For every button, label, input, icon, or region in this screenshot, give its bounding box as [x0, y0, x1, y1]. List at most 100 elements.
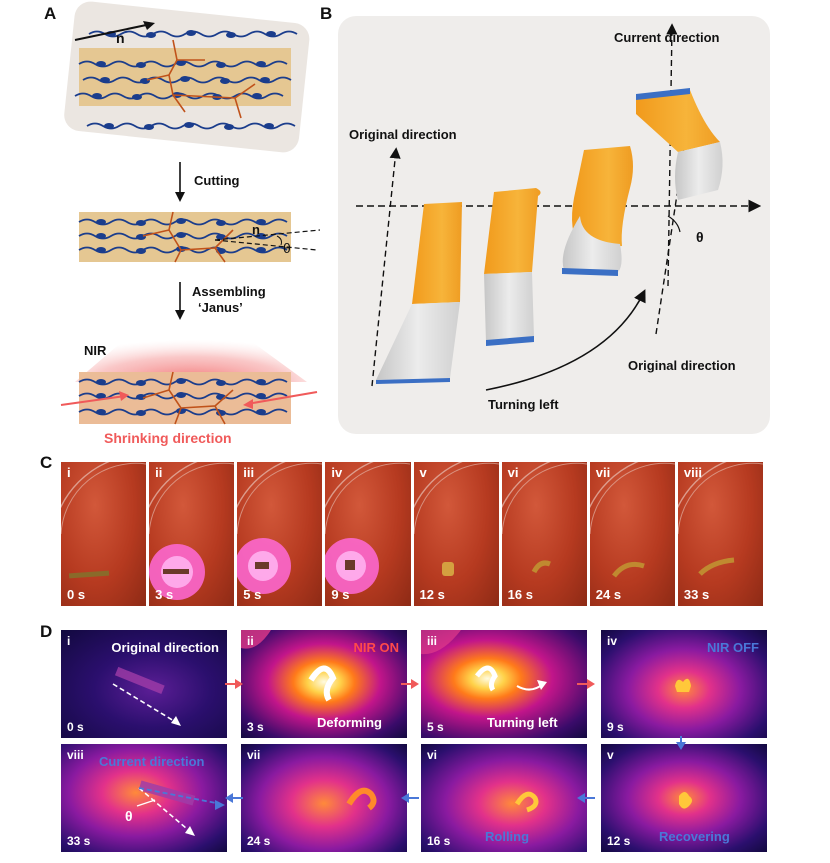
arrow-left-icon	[577, 793, 595, 803]
panel-c-frame-8: viii 33 s	[677, 462, 763, 606]
panel-c-frame-time: 0 s	[67, 587, 86, 602]
thermal-strip	[679, 792, 692, 809]
panel-a-schematic	[60, 1, 320, 425]
panel-d-frame-roman: vi	[427, 748, 438, 762]
thermal-strip	[514, 791, 539, 813]
panel-a-shrinking-label: Shrinking direction	[104, 430, 232, 446]
panel-c-frame-roman: v	[419, 465, 427, 480]
panel-c-frame-roman: ii	[155, 465, 163, 480]
panel-d-deforming: Deforming	[317, 715, 382, 730]
panel-d-arrows	[225, 679, 686, 803]
panel-d-rolling: Rolling	[485, 829, 530, 844]
panel-b-original-direction-left: Original direction	[349, 127, 457, 142]
panel-c-frame-7: vii 24 s	[589, 462, 675, 606]
panel-c-frame-3: iii 5 s	[237, 462, 323, 606]
panel-letter-c: C	[40, 453, 53, 472]
arrow-right-icon	[577, 679, 595, 689]
panel-c-strip: i 0 s ii 3 s iii 5 s iv	[61, 462, 763, 606]
panel-d-frame-iv: iv NIR OFF 9 s	[601, 630, 767, 738]
panel-d-frame-time: 0 s	[67, 720, 84, 734]
panel-c-frame-time: 16 s	[507, 587, 533, 602]
panel-a-cutting-label: Cutting	[194, 173, 240, 188]
panel-b-current-direction: Current direction	[614, 30, 720, 45]
protractor-icon	[501, 462, 587, 574]
panel-d-caption: Original direction	[111, 640, 219, 655]
panel-a-n-label-2: n	[252, 222, 260, 237]
panel-letter-d: D	[40, 622, 53, 641]
panel-c-frame-roman: iv	[331, 465, 343, 480]
panel-c-frame-5: v 12 s	[413, 462, 499, 606]
protractor-icon	[149, 462, 235, 600]
thermal-strip	[241, 630, 337, 702]
protractor-icon	[589, 462, 675, 578]
thermal-strip	[112, 666, 181, 726]
arrow-left-icon	[225, 793, 243, 803]
panel-d-frame-roman: iv	[607, 634, 618, 648]
panel-c-frame-time: 9 s	[331, 587, 350, 602]
panel-c-frame-time: 12 s	[419, 587, 445, 602]
protractor-icon	[237, 462, 323, 594]
panel-d-frame-roman: v	[607, 748, 614, 762]
panel-d-frame-i: i Original direction 0 s	[61, 630, 227, 738]
panel-c-frame-roman: i	[67, 465, 71, 480]
panel-d-frame-v: v Recovering 12 s	[601, 744, 767, 852]
panel-a-assembling-label: Assembling	[192, 284, 266, 299]
panel-d-frame-time: 24 s	[247, 834, 271, 848]
panel-c-frame-time: 5 s	[243, 587, 262, 602]
panel-d-frame-time: 9 s	[607, 720, 624, 734]
panel-d-nir-on: NIR ON	[353, 640, 400, 655]
panel-b-turning-left: Turning left	[488, 397, 559, 412]
panel-d-frame-iii: iii Turning left 5 s	[421, 630, 587, 738]
panel-d-nir-off: NIR OFF	[707, 640, 759, 655]
panel-b-schematic	[338, 16, 770, 434]
panel-d-frame-vi: vi Rolling 16 s	[421, 744, 587, 852]
thermal-strip	[136, 780, 225, 836]
protractor-icon	[61, 462, 146, 579]
panel-b-theta: θ	[696, 229, 704, 245]
panel-b-original-direction-right: Original direction	[628, 358, 736, 373]
panel-c-frame-time: 3 s	[155, 587, 174, 602]
panel-c-frame-6: vi 16 s	[501, 462, 587, 606]
panel-letter-a: A	[44, 4, 57, 23]
arrow-left-icon	[401, 793, 419, 803]
panel-d-grid: i Original direction 0 s ii NIR ON Defor…	[61, 630, 767, 852]
panel-c-frame-4: iv 9 s	[325, 462, 411, 606]
panel-d-frame-roman: i	[67, 634, 71, 648]
panel-c-frame-2: ii 3 s	[149, 462, 235, 606]
panel-c-frame-time: 24 s	[595, 587, 622, 602]
thermal-strip	[346, 787, 377, 811]
panel-c-frame-roman: vii	[595, 465, 611, 480]
panel-d-frame-roman: iii	[427, 634, 438, 648]
panel-d-theta: θ	[125, 808, 133, 824]
thermal-strip	[675, 678, 691, 692]
protractor-icon	[413, 462, 499, 576]
panel-d-current-direction: Current direction	[99, 754, 205, 769]
panel-c-frame-roman: vi	[507, 465, 519, 480]
panel-a-n-label: n	[116, 30, 125, 46]
panel-d-frame-roman: viii	[67, 748, 84, 762]
protractor-icon	[325, 462, 411, 594]
panel-d-frame-viii: viii Current direction θ 33 s	[61, 744, 227, 852]
panel-d-frame-roman: vii	[247, 748, 261, 762]
panel-d-frame-time: 16 s	[427, 834, 451, 848]
panel-d-frame-time: 5 s	[427, 720, 444, 734]
panel-d-frame-time: 12 s	[607, 834, 631, 848]
panel-a-janus-label: ‘Janus’	[198, 300, 243, 315]
panel-a-nir-label: NIR	[84, 343, 107, 358]
panel-a-theta-label: θ	[283, 240, 291, 256]
panel-c-frame-roman: iii	[243, 465, 255, 480]
panel-d-recovering: Recovering	[659, 829, 730, 844]
panel-c-frame-time: 33 s	[683, 587, 710, 602]
panel-c-frame-roman: viii	[683, 465, 702, 480]
panel-d-frame-roman: ii	[247, 634, 254, 648]
arrow-down-icon	[676, 736, 686, 750]
thermal-strip	[421, 630, 547, 692]
arrow-right-icon	[401, 679, 419, 689]
panel-d-turning-left: Turning left	[487, 715, 558, 730]
panel-d-frame-time: 3 s	[247, 720, 264, 734]
panel-d-frame-vii: vii 24 s	[241, 744, 407, 852]
protractor-icon	[677, 462, 763, 576]
panel-c-frame-1: i 0 s	[61, 462, 147, 606]
panel-d-frame-ii: ii NIR ON Deforming 3 s	[241, 630, 407, 738]
panel-d-frame-time: 33 s	[67, 834, 91, 848]
